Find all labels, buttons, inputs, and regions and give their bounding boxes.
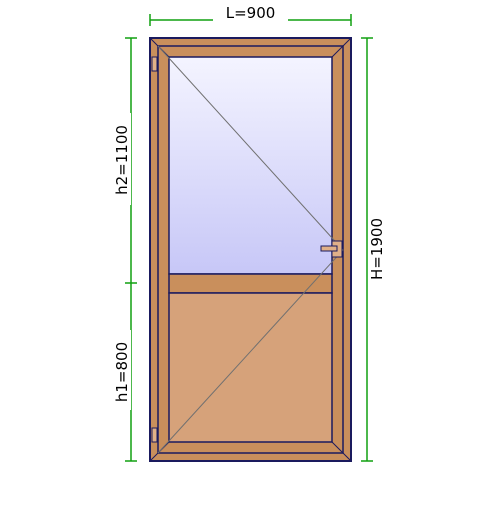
height-dimension: H=1900 xyxy=(361,37,388,462)
upper-height-dimension-label: h2=1100 xyxy=(113,125,131,195)
miter-bottom-left xyxy=(149,452,159,462)
door-handle-icon xyxy=(320,240,343,258)
opening-line-top xyxy=(157,45,344,251)
miter-bottom-right xyxy=(342,452,352,462)
hinge-top-icon xyxy=(151,56,158,72)
segment-height-dimensions: h2=1100 h1=800 xyxy=(112,37,137,462)
opening-line-bottom xyxy=(157,249,344,454)
width-dimension: L=900 xyxy=(149,4,352,26)
sash-miter-bottom-right xyxy=(331,441,344,454)
hinge-bottom-icon xyxy=(151,427,158,443)
lower-panel xyxy=(168,292,333,443)
sash-miter-top-right xyxy=(331,45,344,58)
transom-rail xyxy=(168,273,333,294)
glass-pane xyxy=(168,56,333,275)
lower-height-dimension-label: h1=800 xyxy=(113,342,131,402)
miter-top-left xyxy=(149,37,159,47)
width-dimension-label: L=900 xyxy=(226,4,276,22)
opening-direction-lines xyxy=(157,45,344,454)
miter-top-right xyxy=(342,37,352,47)
frame-miter-lines xyxy=(149,37,352,462)
height-dimension-label: H=1900 xyxy=(368,218,386,280)
